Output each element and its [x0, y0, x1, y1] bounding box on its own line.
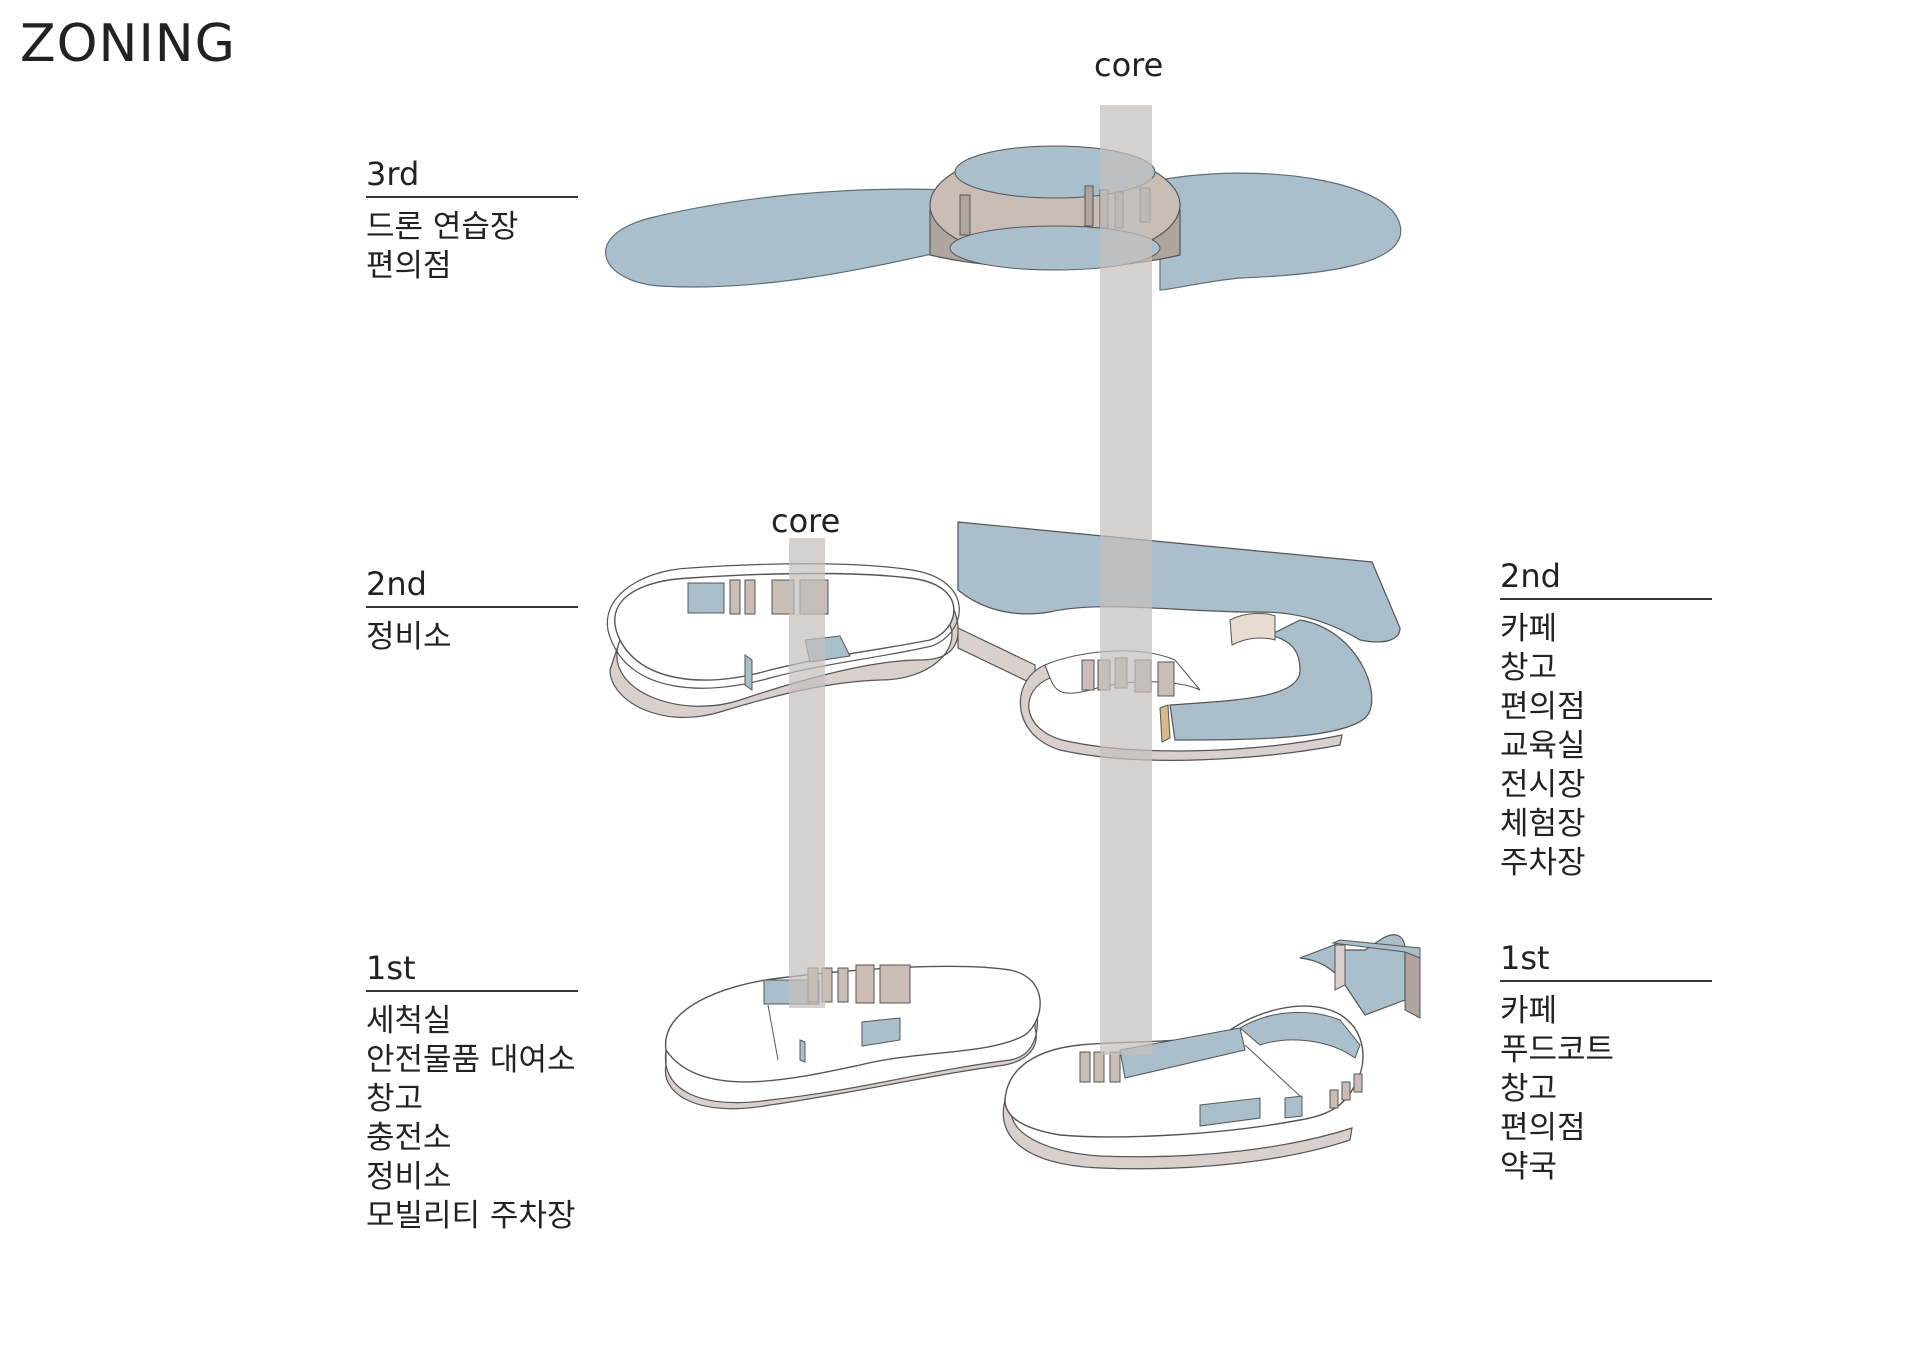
floor-3rd-plan [605, 145, 1402, 291]
legend-item: 정비소 [366, 1159, 452, 1195]
legend-1st-left-level: 1st [366, 948, 578, 992]
floor-2nd-right-plan [957, 521, 1401, 761]
floor-2nd-left-blue-room [687, 582, 725, 614]
legend-1st-left: 1st 세척실 안전물품 대여소 창고 충전소 정비소 모빌리티 주차장 [366, 948, 578, 1236]
floor-2nd-right-wall [1019, 664, 1343, 761]
legend-item: 창고 [1500, 1071, 1558, 1107]
legend-item: 편의점 [1500, 1110, 1586, 1146]
legend-1st-right-level: 1st [1500, 938, 1712, 982]
legend-2nd-left-level: 2nd [366, 564, 578, 608]
legend-1st-right-uses: 카페 푸드코트 창고 편의점 약국 [1500, 992, 1712, 1187]
legend-item: 세척실 [366, 1003, 452, 1039]
legend-2nd-right: 2nd 카페 창고 편의점 교육실 전시장 체험장 주차장 [1500, 556, 1712, 883]
floor-1st-right-plan [1002, 934, 1421, 1170]
legend-item: 모빌리티 주차장 [366, 1198, 576, 1234]
core-label-secondary: core [771, 502, 841, 540]
floor-3rd-drone-area-right [1159, 172, 1402, 291]
floor-1st-left-blue-block [861, 1017, 901, 1047]
legend-item: 정비소 [366, 619, 452, 655]
legend-item: 교육실 [1500, 728, 1586, 764]
legend-item: 푸드코트 [1500, 1032, 1615, 1068]
legend-item: 편의점 [366, 248, 452, 284]
legend-item: 주차장 [1500, 845, 1586, 881]
legend-item: 체험장 [1500, 806, 1586, 842]
core-column-main [1100, 105, 1152, 1055]
floor-1st-right-blue-room-b [1284, 1095, 1303, 1119]
legend-item: 카페 [1500, 611, 1558, 647]
legend-item: 전시장 [1500, 767, 1586, 803]
floor-2nd-right-tan-wall [1159, 704, 1171, 743]
page-title: ZONING [20, 14, 236, 74]
floor-3rd-drone-area-left [605, 188, 951, 288]
legend-2nd-left-uses: 정비소 [366, 618, 578, 657]
floor-1st-right-blue-corridor [1119, 1027, 1246, 1079]
legend-2nd-right-uses: 카페 창고 편의점 교육실 전시장 체험장 주차장 [1500, 610, 1712, 883]
legend-item: 약국 [1500, 1149, 1558, 1185]
legend-item: 창고 [366, 1081, 424, 1117]
legend-3rd-level: 3rd [366, 154, 578, 198]
legend-item: 충전소 [366, 1120, 452, 1156]
floor-1st-right-top-block [1331, 939, 1421, 959]
core-column-secondary [789, 538, 825, 1008]
legend-item: 안전물품 대여소 [366, 1042, 576, 1078]
legend-item: 창고 [1500, 650, 1558, 686]
floor-2nd-right-blue-slab [957, 521, 1401, 643]
floor-2nd-bridge [957, 627, 1036, 686]
floor-2nd-right-curved-wing [1169, 619, 1373, 741]
legend-3rd: 3rd 드론 연습장 편의점 [366, 154, 578, 286]
legend-1st-right: 1st 카페 푸드코트 창고 편의점 약국 [1500, 938, 1712, 1187]
legend-item: 드론 연습장 [366, 209, 519, 245]
legend-item: 편의점 [1500, 689, 1586, 725]
floor-1st-right-blue-room-a [1199, 1097, 1261, 1127]
floor-1st-right-blue-arc [1239, 1012, 1361, 1059]
floor-1st-left-plan [664, 964, 1041, 1110]
legend-2nd-right-level: 2nd [1500, 556, 1712, 600]
legend-2nd-left: 2nd 정비소 [366, 564, 578, 657]
floor-1st-right-wall [1002, 1098, 1353, 1170]
legend-1st-left-uses: 세척실 안전물품 대여소 창고 충전소 정비소 모빌리티 주차장 [366, 1002, 578, 1236]
legend-item: 카페 [1500, 993, 1558, 1029]
legend-3rd-uses: 드론 연습장 편의점 [366, 208, 578, 286]
core-label-main: core [1094, 46, 1164, 84]
